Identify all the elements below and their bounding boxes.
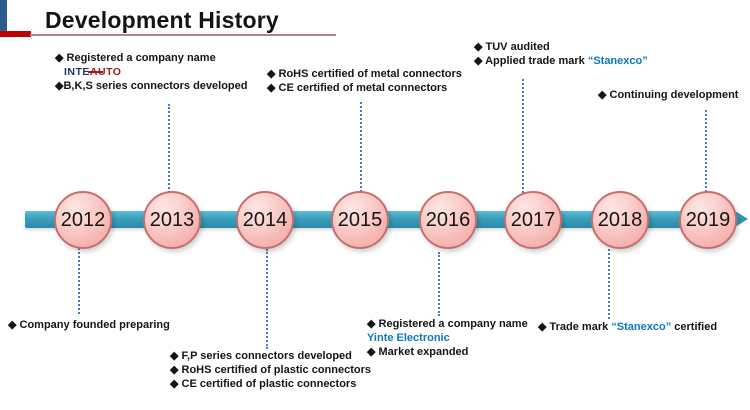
title-underline [30,34,336,36]
yinte-electronic-brand-text: Yinte Electronic [367,332,450,344]
note-line: ◆ Company founded preparing [8,319,170,331]
note-2012: ◆ Company founded preparing [8,318,170,332]
year-node-2015: 2015 [331,191,389,249]
note-2013: ◆ Registered a company name INTEAUTO ◆B,… [55,51,247,93]
note-line: ◆ TUV audited [474,41,550,53]
header-accent-blue-bar [0,0,7,31]
note-line: ◆ Registered a company name [55,52,216,64]
header-accent-red-bar [0,31,31,37]
connector-2016 [438,252,440,316]
connector-2013 [168,104,170,193]
connector-2015 [360,102,362,192]
year-label: 2014 [242,208,288,231]
year-node-2017: 2017 [504,191,562,249]
connector-2012 [78,248,80,314]
note-line: ◆ Continuing development [598,89,739,101]
note-2018: ◆ Trade mark “Stanexco” certified [538,320,717,334]
note-line: ◆ Market expanded [367,346,469,358]
stanexco-brand-text: “Stanexco” [587,55,648,67]
note-line: ◆ RoHS certified of plastic connectors [170,364,371,376]
year-node-2018: 2018 [591,191,649,249]
note-line: ◆ Trade mark “Stanexco” certified [538,321,718,333]
connector-2017 [522,79,524,193]
year-node-2013: 2013 [143,191,201,249]
note-line: ◆ Applied trade mark “Stanexco” [474,55,648,67]
note-2017: ◆ TUV audited ◆ Applied trade mark “Stan… [474,40,648,68]
note-2014: ◆ F,P series connectors developed ◆ RoHS… [170,349,371,391]
note-line: ◆ Registered a company name [367,318,528,330]
year-label: 2015 [337,208,383,231]
connector-2014 [266,249,268,349]
year-label: 2016 [425,208,471,231]
year-label: 2017 [510,208,556,231]
year-node-2019: 2019 [679,191,737,249]
note-2019: ◆ Continuing development [598,88,738,102]
note-line: ◆B,K,S series connectors developed [55,80,248,92]
note-line: ◆ F,P series connectors developed [170,350,352,362]
connector-2019 [705,110,707,196]
page-title: Development History [45,7,279,33]
inte-auto-logo: INTEAUTO [64,66,122,78]
year-label: 2013 [149,208,195,231]
year-label: 2012 [60,208,106,231]
connector-2018 [608,249,610,319]
note-line: ◆ RoHS certified of metal connectors [267,68,462,80]
year-label: 2018 [597,208,643,231]
note-line: ◆ CE certified of metal connectors [267,82,448,94]
note-2015: ◆ RoHS certified of metal connectors ◆ C… [267,67,462,95]
year-node-2012: 2012 [54,191,112,249]
year-node-2016: 2016 [419,191,477,249]
note-line: ◆ CE certified of plastic connectors [170,378,357,390]
stanexco-brand-text: “Stanexco” [611,321,672,333]
year-node-2014: 2014 [236,191,294,249]
note-2016: ◆ Registered a company name Yinte Electr… [367,317,528,359]
year-label: 2019 [685,208,731,231]
